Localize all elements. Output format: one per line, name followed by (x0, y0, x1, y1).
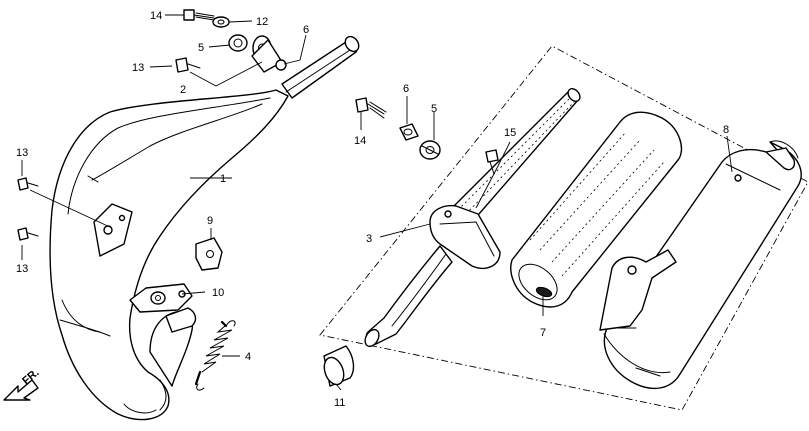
silencer-mount-hardware (355, 97, 441, 160)
callout-4: 4 (245, 351, 251, 363)
callout-2: 2 (180, 84, 186, 96)
callout-labels: 14 12 6 5 13 2 1 13 13 9 10 4 6 5 14 15 … (16, 10, 729, 409)
callout-8: 8 (723, 124, 729, 136)
exhaust-collar (323, 345, 355, 387)
silencer-packing (510, 111, 683, 308)
callout-6-top: 6 (303, 24, 309, 36)
callout-5-mid: 5 (431, 103, 437, 115)
callout-5-top: 5 (198, 42, 204, 54)
callout-14-mid: 14 (354, 135, 366, 147)
callout-11: 11 (334, 397, 345, 409)
silencer-core-pipe (364, 88, 581, 348)
rubber-mount (129, 237, 223, 313)
front-arrow-icon: FR. (3, 367, 42, 401)
callout-9: 9 (207, 215, 213, 227)
silencer-assembly-outline (319, 45, 809, 411)
expansion-chamber (49, 35, 360, 421)
callout-10: 10 (212, 287, 224, 299)
silencer-drain-bolt (485, 149, 499, 175)
callout-6-mid: 6 (403, 83, 409, 95)
callout-12: 12 (256, 16, 268, 28)
front-direction-label: FR. (20, 367, 41, 388)
callout-3: 3 (366, 233, 372, 245)
callout-13-left-bottom: 13 (16, 263, 28, 275)
flange-hardware (175, 9, 287, 73)
silencer-shell (599, 140, 802, 390)
callout-13-top: 13 (132, 62, 144, 74)
callout-1: 1 (220, 173, 226, 185)
left-mounting-bolts (17, 177, 39, 241)
callout-14-top: 14 (150, 10, 162, 22)
callout-15: 15 (504, 127, 516, 139)
callout-13-left-top: 13 (16, 147, 28, 159)
callout-7: 7 (540, 327, 546, 339)
leader-lines (21, 14, 733, 391)
exhaust-spring (194, 320, 236, 391)
